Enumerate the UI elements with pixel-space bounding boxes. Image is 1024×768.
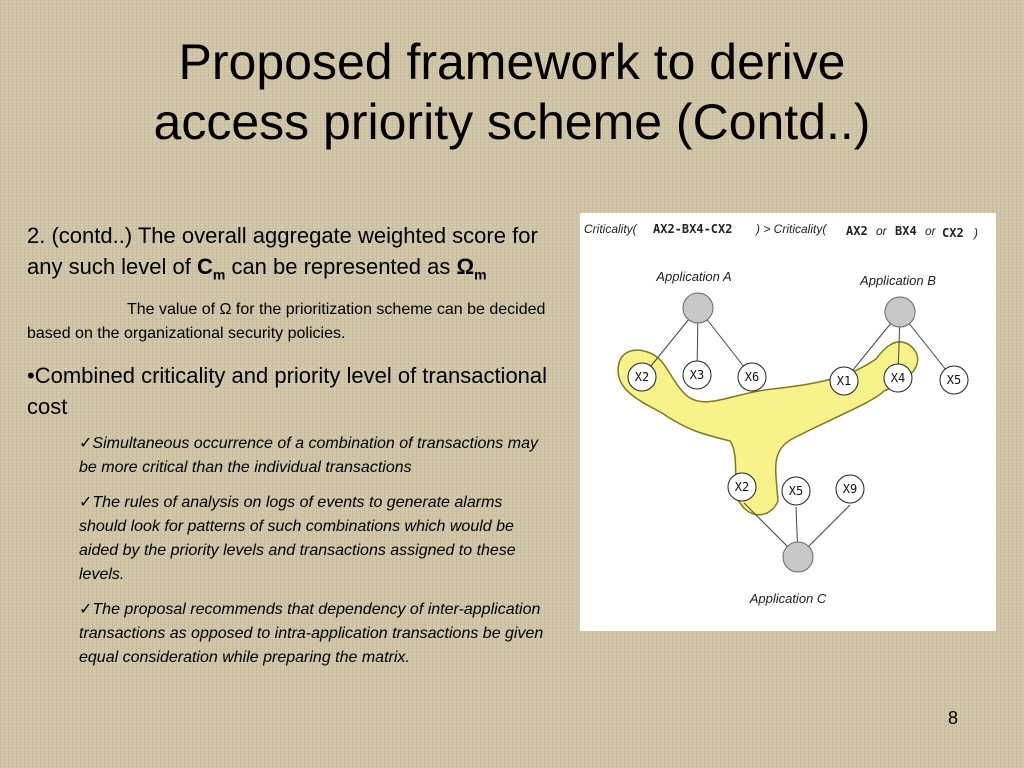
node-label: X2	[635, 370, 649, 384]
header-b: BX4	[895, 224, 917, 238]
title-line-2: access priority scheme (Contd..)	[153, 94, 871, 150]
subpoint-text: Simultaneous occurrence of a combination…	[79, 435, 538, 477]
node-label: X4	[891, 371, 905, 385]
node-label: X5	[789, 484, 803, 498]
slide-title: Proposed framework to derive access prio…	[40, 32, 984, 152]
slide-body: 2. (contd..) The overall aggregate weigh…	[27, 220, 557, 681]
app-a-label: Application A	[655, 269, 731, 284]
header-c: CX2	[942, 226, 964, 240]
app-c-label: Application C	[749, 591, 827, 606]
header-left-label: Criticality(	[584, 222, 639, 236]
item-2-mid: can be represented as	[225, 254, 457, 279]
node-a-x6	[737, 362, 767, 392]
omega-subscript: m	[474, 266, 487, 283]
item-2-prefix: 2. (contd..) The overall aggregate weigh…	[27, 223, 538, 279]
node-label: X3	[690, 368, 704, 382]
c-symbol: C	[196, 254, 213, 279]
title-line-1: Proposed framework to derive	[178, 34, 846, 90]
node-c-x2	[727, 472, 757, 502]
node-b-x4	[883, 363, 913, 393]
omega-symbol: Ω	[456, 254, 475, 279]
node-b-x5	[939, 365, 969, 395]
header-a: AX2	[846, 224, 868, 238]
app-b-node	[884, 296, 916, 328]
node-label: X2	[735, 480, 749, 494]
check-icon: ✓	[79, 494, 93, 512]
app-b-label: Application B	[859, 273, 936, 288]
item-2-paragraph: 2. (contd..) The overall aggregate weigh…	[27, 220, 557, 290]
bullet-combined-criticality: •Combined criticality and priority level…	[27, 363, 548, 420]
subpoint-item: ✓The proposal recommends that dependency…	[79, 598, 549, 670]
node-label: X6	[745, 370, 759, 384]
node-label: X9	[843, 482, 857, 496]
check-icon: ✓	[79, 435, 93, 453]
header-gt: ) > Criticality(	[754, 222, 828, 236]
dependency-diagram: Criticality( AX2-BX4-CX2 ) > Criticality…	[580, 213, 996, 631]
criticality-highlight-band	[617, 341, 919, 516]
node-b-x1	[829, 366, 859, 396]
subpoint-text: The rules of analysis on logs of events …	[79, 494, 516, 584]
header-left-expr: AX2-BX4-CX2	[653, 222, 732, 236]
header-close: )	[972, 226, 978, 240]
dependency-diagram-svg: Criticality( AX2-BX4-CX2 ) > Criticality…	[584, 222, 978, 606]
header-or-1: or	[876, 224, 888, 238]
subpoint-text: The proposal recommends that dependency …	[79, 601, 544, 667]
c-subscript: m	[212, 266, 226, 283]
app-c-node	[782, 541, 814, 573]
subpoint-item: ✓Simultaneous occurrence of a combinatio…	[79, 432, 549, 480]
subpoint-list: ✓Simultaneous occurrence of a combinatio…	[79, 432, 549, 670]
node-c-x5	[781, 476, 811, 506]
page-number: 8	[948, 708, 959, 728]
omega-note: The value of Ω for the prioritization sc…	[27, 301, 546, 343]
node-a-x2	[627, 362, 657, 392]
node-c-x9	[835, 474, 865, 504]
node-label: X1	[837, 374, 851, 388]
app-a-node	[682, 292, 714, 324]
node-a-x3	[682, 360, 712, 390]
subpoint-item: ✓The rules of analysis on logs of events…	[79, 491, 549, 587]
node-label: X5	[947, 373, 961, 387]
check-icon: ✓	[79, 601, 93, 619]
header-or-2: or	[925, 224, 937, 238]
